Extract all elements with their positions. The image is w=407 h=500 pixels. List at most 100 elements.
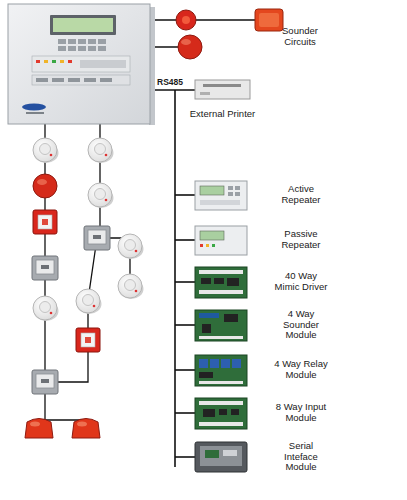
control-panel (60, 60, 64, 63)
control-panel (22, 104, 46, 111)
serial-interface-box (200, 446, 242, 466)
control-panel (8, 4, 155, 125)
bus-label: RS485 (150, 78, 190, 88)
passive-repeater-icon (200, 244, 203, 247)
input-module-board (231, 409, 239, 415)
control-panel (68, 39, 76, 44)
control-panel (58, 39, 66, 44)
control-panel (32, 56, 130, 72)
loop-sounder (72, 419, 100, 439)
relay-module-board (199, 381, 243, 384)
active-repeater-icon (200, 186, 224, 195)
module-label: Active Repeater (273, 184, 329, 206)
control-panel (36, 60, 40, 63)
mimic-driver-board (199, 290, 243, 294)
active-repeater-icon (235, 186, 240, 190)
serial-interface-box (195, 442, 247, 472)
sounder-bell (176, 10, 196, 30)
printer-icon (195, 80, 250, 99)
control-panel (88, 46, 96, 51)
input-module-board (199, 401, 243, 405)
rs485-bus (175, 281, 195, 283)
input-module-board (195, 398, 247, 429)
rs485-bus (175, 369, 195, 371)
sounder-round (181, 39, 191, 45)
input-module-board (203, 409, 215, 417)
sounder-module-board (224, 314, 238, 322)
control-panel (26, 112, 44, 114)
control-panel (78, 46, 86, 51)
module-node: 8 Way Input Module (195, 395, 335, 431)
smoke-detector (118, 274, 144, 299)
smoke-detector (88, 183, 114, 208)
loop-sounder (33, 174, 57, 198)
device-label: External Printer (190, 109, 255, 120)
sounder-beacon (255, 9, 283, 31)
printer-icon (195, 80, 250, 99)
serial-interface-box (195, 442, 247, 472)
control-panel (68, 78, 80, 82)
sounder-module-board (202, 324, 211, 333)
rs485-bus (175, 412, 195, 414)
sounder-module-board (195, 310, 247, 341)
active-repeater-icon (228, 192, 233, 196)
rs485-bus (175, 239, 195, 241)
serial-interface-box (223, 450, 237, 456)
input-module-board (219, 409, 227, 415)
smoke-detector (33, 296, 59, 321)
control-panel (32, 75, 130, 85)
active-repeater-icon (195, 181, 247, 210)
control-panel (98, 39, 106, 44)
control-panel (88, 39, 96, 44)
passive-repeater-icon (195, 226, 247, 255)
sounder-module-board (195, 310, 247, 341)
module-label: 4 Way Relay Module (273, 359, 329, 381)
control-panel (68, 60, 72, 63)
control-panel (68, 46, 76, 51)
mimic-driver-board (201, 278, 211, 284)
printer-icon (200, 92, 210, 95)
control-panel (98, 46, 106, 51)
active-repeater-icon (228, 186, 233, 190)
relay-module-board (195, 355, 247, 386)
module-label: 4 Way Sounder Module (273, 309, 329, 342)
relay-module-board (199, 359, 208, 368)
relay-module-board (221, 359, 230, 368)
input-module-board (195, 398, 247, 429)
control-panel (100, 78, 112, 82)
printer-icon (203, 84, 241, 87)
loop-sounder (25, 419, 53, 439)
control-panel (44, 60, 48, 63)
input-module-board (199, 422, 243, 426)
sounder-beacon (259, 13, 279, 27)
mimic-driver-board (199, 270, 243, 274)
control-panel (80, 60, 126, 68)
interface-unit (32, 256, 58, 280)
sounder-round (178, 35, 202, 59)
active-repeater-icon (200, 200, 240, 205)
passive-repeater-icon (206, 244, 209, 247)
control-panel (50, 15, 116, 35)
active-repeater-icon (235, 192, 240, 196)
mimic-driver-board (214, 278, 224, 284)
passive-repeater-icon (195, 226, 247, 255)
control-panel (78, 39, 86, 44)
relay-module-board (195, 355, 247, 386)
mimic-driver-board (227, 278, 239, 286)
module-node: Passive Repeater (195, 222, 335, 258)
sounder-beacon (255, 9, 283, 31)
control-panel (8, 4, 150, 124)
smoke-detector (118, 234, 144, 259)
passive-repeater-icon (212, 244, 215, 247)
module-label: 8 Way Input Module (273, 402, 329, 424)
rs485-bus (175, 456, 195, 458)
mimic-driver-board (195, 267, 247, 298)
module-label: 40 Way Mimic Driver (273, 271, 329, 293)
loop-wiring (44, 395, 45, 420)
relay-module-board (232, 359, 241, 368)
control-panel (52, 60, 56, 63)
sounder-module-board (199, 313, 219, 318)
